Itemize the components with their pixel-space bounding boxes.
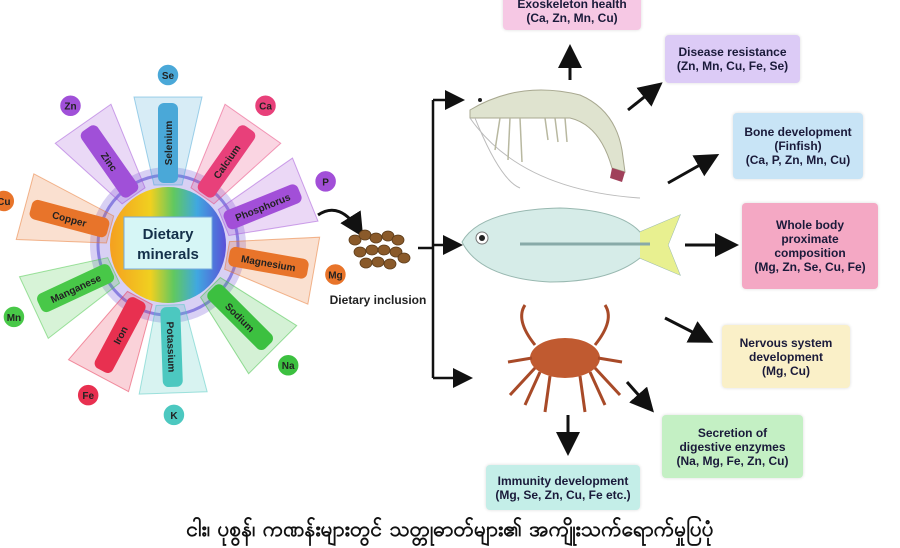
effect-text-line: Exoskeleton health	[517, 0, 627, 11]
ray-label-bar	[94, 297, 146, 373]
mineral-ray-selenium: Selenium	[133, 96, 203, 186]
curved-arrow	[317, 208, 364, 238]
shrimp-illustration	[469, 89, 641, 199]
mineral-name: Selenium	[164, 121, 175, 166]
feed-pellets-icon	[348, 229, 411, 270]
effect-text-line: proximate	[781, 232, 839, 246]
mineral-symbol: Ca	[259, 102, 272, 113]
effect-text-line: (Ca, Zn, Mn, Cu)	[526, 11, 618, 25]
mineral-symbol-badge	[0, 189, 16, 213]
mineral-symbol: Mn	[7, 313, 21, 324]
effect-text-line: (Mg, Se, Zn, Cu, Fe etc.)	[495, 487, 631, 502]
effect-text-line: digestive enzymes	[679, 439, 786, 454]
pellet	[391, 234, 405, 246]
fish-illustration	[461, 207, 681, 283]
pellet	[369, 232, 383, 244]
pellet	[389, 246, 403, 258]
effect-text-line: Whole body	[776, 218, 844, 232]
mineral-wheel: Selenium CalciumPhosphorusMagnesiumSodium…	[15, 96, 321, 395]
effect-text-line: Bone development	[744, 125, 852, 139]
mineral-ray-calcium: Calcium	[190, 103, 282, 205]
effect-arrows	[556, 44, 739, 456]
mineral-ray-sodium: Sodium	[199, 276, 298, 375]
effect-box-immunity: Immunity development(Mg, Se, Zn, Cu, Fe …	[486, 465, 640, 510]
hub-label-line1: Dietary	[143, 226, 195, 243]
dietary-inclusion-label: Dietary inclusion	[330, 293, 427, 307]
mineral-symbol-badge	[276, 353, 300, 377]
mineral-symbol: Se	[162, 71, 175, 82]
mineral-symbol-badge	[156, 63, 180, 87]
mineral-ray-zinc: Zinc	[54, 103, 146, 205]
ray-label-bar	[207, 284, 273, 350]
mineral-ray-magnesium: Magnesium	[224, 236, 321, 305]
pellet	[353, 246, 367, 258]
mineral-symbol-badge	[323, 262, 348, 287]
pellet	[358, 229, 372, 241]
mineral-symbol: Zn	[64, 102, 76, 113]
hub-label-box	[123, 216, 213, 270]
effect-text-line: (Na, Mg, Fe, Zn, Cu)	[676, 453, 789, 468]
pellet	[377, 244, 391, 256]
effect-box-bone-development: Bone development(Finfish)(Ca, P, Zn, Mn,…	[733, 113, 863, 179]
crab-illustration	[507, 304, 623, 413]
mineral-ray-potassium: Potassium	[138, 303, 208, 395]
effect-text-line: composition	[774, 246, 846, 260]
mineral-ray-phosphorus: Phosphorus	[217, 157, 319, 237]
mineral-symbol: K	[170, 411, 178, 422]
ray-label-bar	[80, 125, 139, 198]
ray-label-bar	[160, 306, 183, 388]
mineral-symbol-badge	[253, 93, 278, 118]
ray-label-bar	[197, 125, 256, 198]
mineral-name: Potassium	[164, 322, 177, 373]
mineral-symbol-badge	[162, 403, 186, 427]
effect-text-line: development	[748, 349, 823, 364]
pellet	[348, 234, 362, 246]
mineral-symbol-badge	[58, 93, 83, 118]
effect-text-line: Immunity development	[497, 473, 629, 488]
mineral-symbol: P	[322, 177, 329, 188]
ray-label-bar	[228, 246, 309, 279]
hub-label-line2: minerals	[137, 246, 199, 263]
pellet	[359, 257, 373, 269]
distribution-bracket	[418, 90, 473, 388]
mineral-symbol: Mg	[328, 271, 342, 282]
effect-text-line: (Mg, Cu)	[762, 363, 810, 378]
pellet	[397, 252, 411, 264]
effect-box-exoskeleton: Exoskeleton health(Ca, Zn, Mn, Cu)	[503, 0, 641, 30]
pellet	[371, 256, 385, 268]
mineral-ray-manganese: Manganese	[18, 257, 121, 340]
effect-text-line: (Ca, P, Zn, Mn, Cu)	[745, 153, 851, 167]
effect-text-line: (Zn, Mn, Cu, Fe, Se)	[676, 59, 789, 73]
mineral-symbol-badge	[313, 169, 338, 194]
effect-text-line: Nervous system	[739, 335, 833, 350]
figure-caption: ငါး၊ ပုစွန်၊ ကဏန်းများတွင် သတ္တုဓာတ်များ…	[186, 517, 714, 541]
ray-label-bar	[223, 184, 302, 230]
ray-label-bar	[37, 264, 115, 313]
mineral-symbol: Cu	[0, 197, 10, 208]
mineral-symbol: Fe	[82, 391, 94, 402]
ray-label-bar	[158, 103, 178, 183]
ray-label-bar	[29, 199, 110, 238]
effect-text-line: (Mg, Zn, Se, Cu, Fe)	[754, 260, 866, 274]
pellet	[365, 244, 379, 256]
mineral-symbol-badge	[76, 383, 100, 407]
effect-text-line: (Finfish)	[774, 139, 822, 153]
effect-text-line: Disease resistance	[678, 45, 787, 59]
pellet	[383, 258, 397, 270]
mineral-symbol: Na	[282, 361, 295, 372]
effect-box-disease-resistance: Disease resistance(Zn, Mn, Cu, Fe, Se)	[665, 35, 800, 83]
mineral-ray-copper: Copper	[15, 173, 115, 244]
effect-text-line: Secretion of	[697, 425, 768, 440]
mineral-symbol-badge	[2, 305, 26, 329]
mineral-ray-iron: Iron	[67, 290, 153, 393]
